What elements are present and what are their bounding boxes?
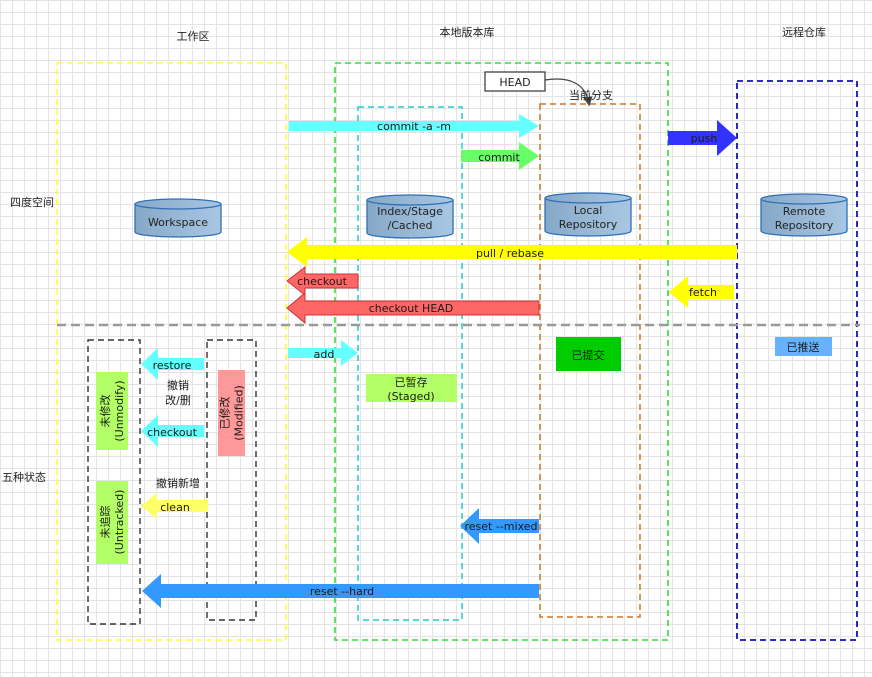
- pull-rebase-label: pull / rebase: [476, 247, 544, 260]
- unmodify-label-line2: (Unmodify): [113, 380, 126, 441]
- staged-label-line1: 已暂存: [395, 375, 428, 389]
- reset-mixed-label: reset --mixed: [465, 520, 538, 533]
- push-label: push: [691, 132, 718, 145]
- workspace-container: [56, 62, 287, 641]
- index-database-icon: Index/Stage /Cached: [366, 194, 454, 239]
- modified-label-line2: (Modified): [233, 385, 246, 441]
- commit-a-m-arrow: commit -a -m: [289, 114, 539, 138]
- committed-label: 已提交: [572, 348, 605, 362]
- fetch-label: fetch: [689, 286, 717, 299]
- untracked-label-line1: 未追踪: [98, 506, 112, 539]
- reset-hard-arrow: reset --hard: [142, 574, 539, 608]
- commit-label: commit: [478, 151, 520, 164]
- state-staged: 已暂存 (Staged): [366, 374, 457, 403]
- header-local-repo: 本地版本库: [440, 25, 495, 39]
- push-arrow: push: [668, 120, 737, 156]
- add-label: add: [314, 348, 335, 361]
- unmodify-label-line1: 未修改: [98, 395, 112, 428]
- staged-label-line2: (Staged): [387, 390, 434, 403]
- modified-label-line1: 已修改: [218, 397, 232, 430]
- commit-a-m-label: commit -a -m: [377, 120, 451, 133]
- restore-arrow: restore: [141, 348, 204, 380]
- fetch-arrow: fetch: [669, 276, 734, 308]
- index-area: [357, 106, 463, 621]
- undo-new-label: 撤销新增: [156, 476, 200, 490]
- reset-hard-label: reset --hard: [310, 585, 374, 598]
- checkout-restore-arrow: checkout: [141, 415, 204, 447]
- current-branch-label: 当前分支: [569, 88, 613, 102]
- pushed-label: 已推送: [787, 340, 820, 354]
- checkout-head-arrow: checkout HEAD: [286, 291, 540, 325]
- header-remote-repo: 远程仓库: [782, 25, 826, 39]
- reset-mixed-arrow: reset --mixed: [460, 508, 539, 544]
- row-label-four-spaces: 四度空间: [10, 195, 54, 209]
- head-label: HEAD: [499, 76, 530, 89]
- header-workspace: 工作区: [177, 30, 210, 43]
- checkout2-label: checkout: [147, 426, 198, 439]
- local-db-label-line1: Local: [574, 204, 603, 217]
- state-modified: 已修改 (Modified): [218, 370, 246, 456]
- head-box: [484, 71, 546, 92]
- pull-rebase-arrow: pull / rebase: [287, 237, 737, 267]
- remote-db-label-line2: Repository: [775, 219, 834, 232]
- unmodified-untracked-group: [87, 339, 141, 625]
- state-unmodify: 未修改 (Unmodify): [96, 372, 128, 450]
- restore-label: restore: [153, 359, 192, 372]
- untracked-label-line2: (Untracked): [113, 490, 126, 555]
- row-label-five-states: 五种状态: [2, 470, 46, 484]
- local-db-label-line2: Repository: [559, 218, 618, 231]
- commit-arrow: commit: [461, 142, 539, 170]
- remote-database-icon: Remote Repository: [760, 193, 848, 237]
- remote-db-label-line1: Remote: [783, 205, 826, 218]
- undo-modify-label-line2: 改/删: [165, 393, 191, 407]
- checkout-arrow: checkout: [286, 265, 359, 297]
- head-pointer-arrow: [544, 78, 593, 107]
- clean-label: clean: [160, 501, 190, 514]
- local-database-icon: Local Repository: [544, 192, 632, 237]
- workspace-db-label: Workspace: [148, 216, 208, 229]
- add-arrow: add: [288, 340, 358, 366]
- remote-repo-container: [736, 80, 858, 641]
- state-pushed: 已推送: [775, 337, 832, 356]
- workspace-database-icon: Workspace: [134, 198, 222, 238]
- checkout-head-label: checkout HEAD: [369, 302, 454, 315]
- modified-group: [206, 339, 257, 621]
- state-untracked: 未追踪 (Untracked): [96, 481, 128, 564]
- index-db-label-line1: Index/Stage: [377, 205, 443, 218]
- clean-arrow: clean: [141, 493, 208, 519]
- index-db-label-line2: /Cached: [388, 219, 433, 232]
- checkout-label: checkout: [297, 275, 348, 288]
- undo-modify-label-line1: 撤销: [167, 378, 189, 392]
- state-committed: 已提交: [556, 337, 621, 371]
